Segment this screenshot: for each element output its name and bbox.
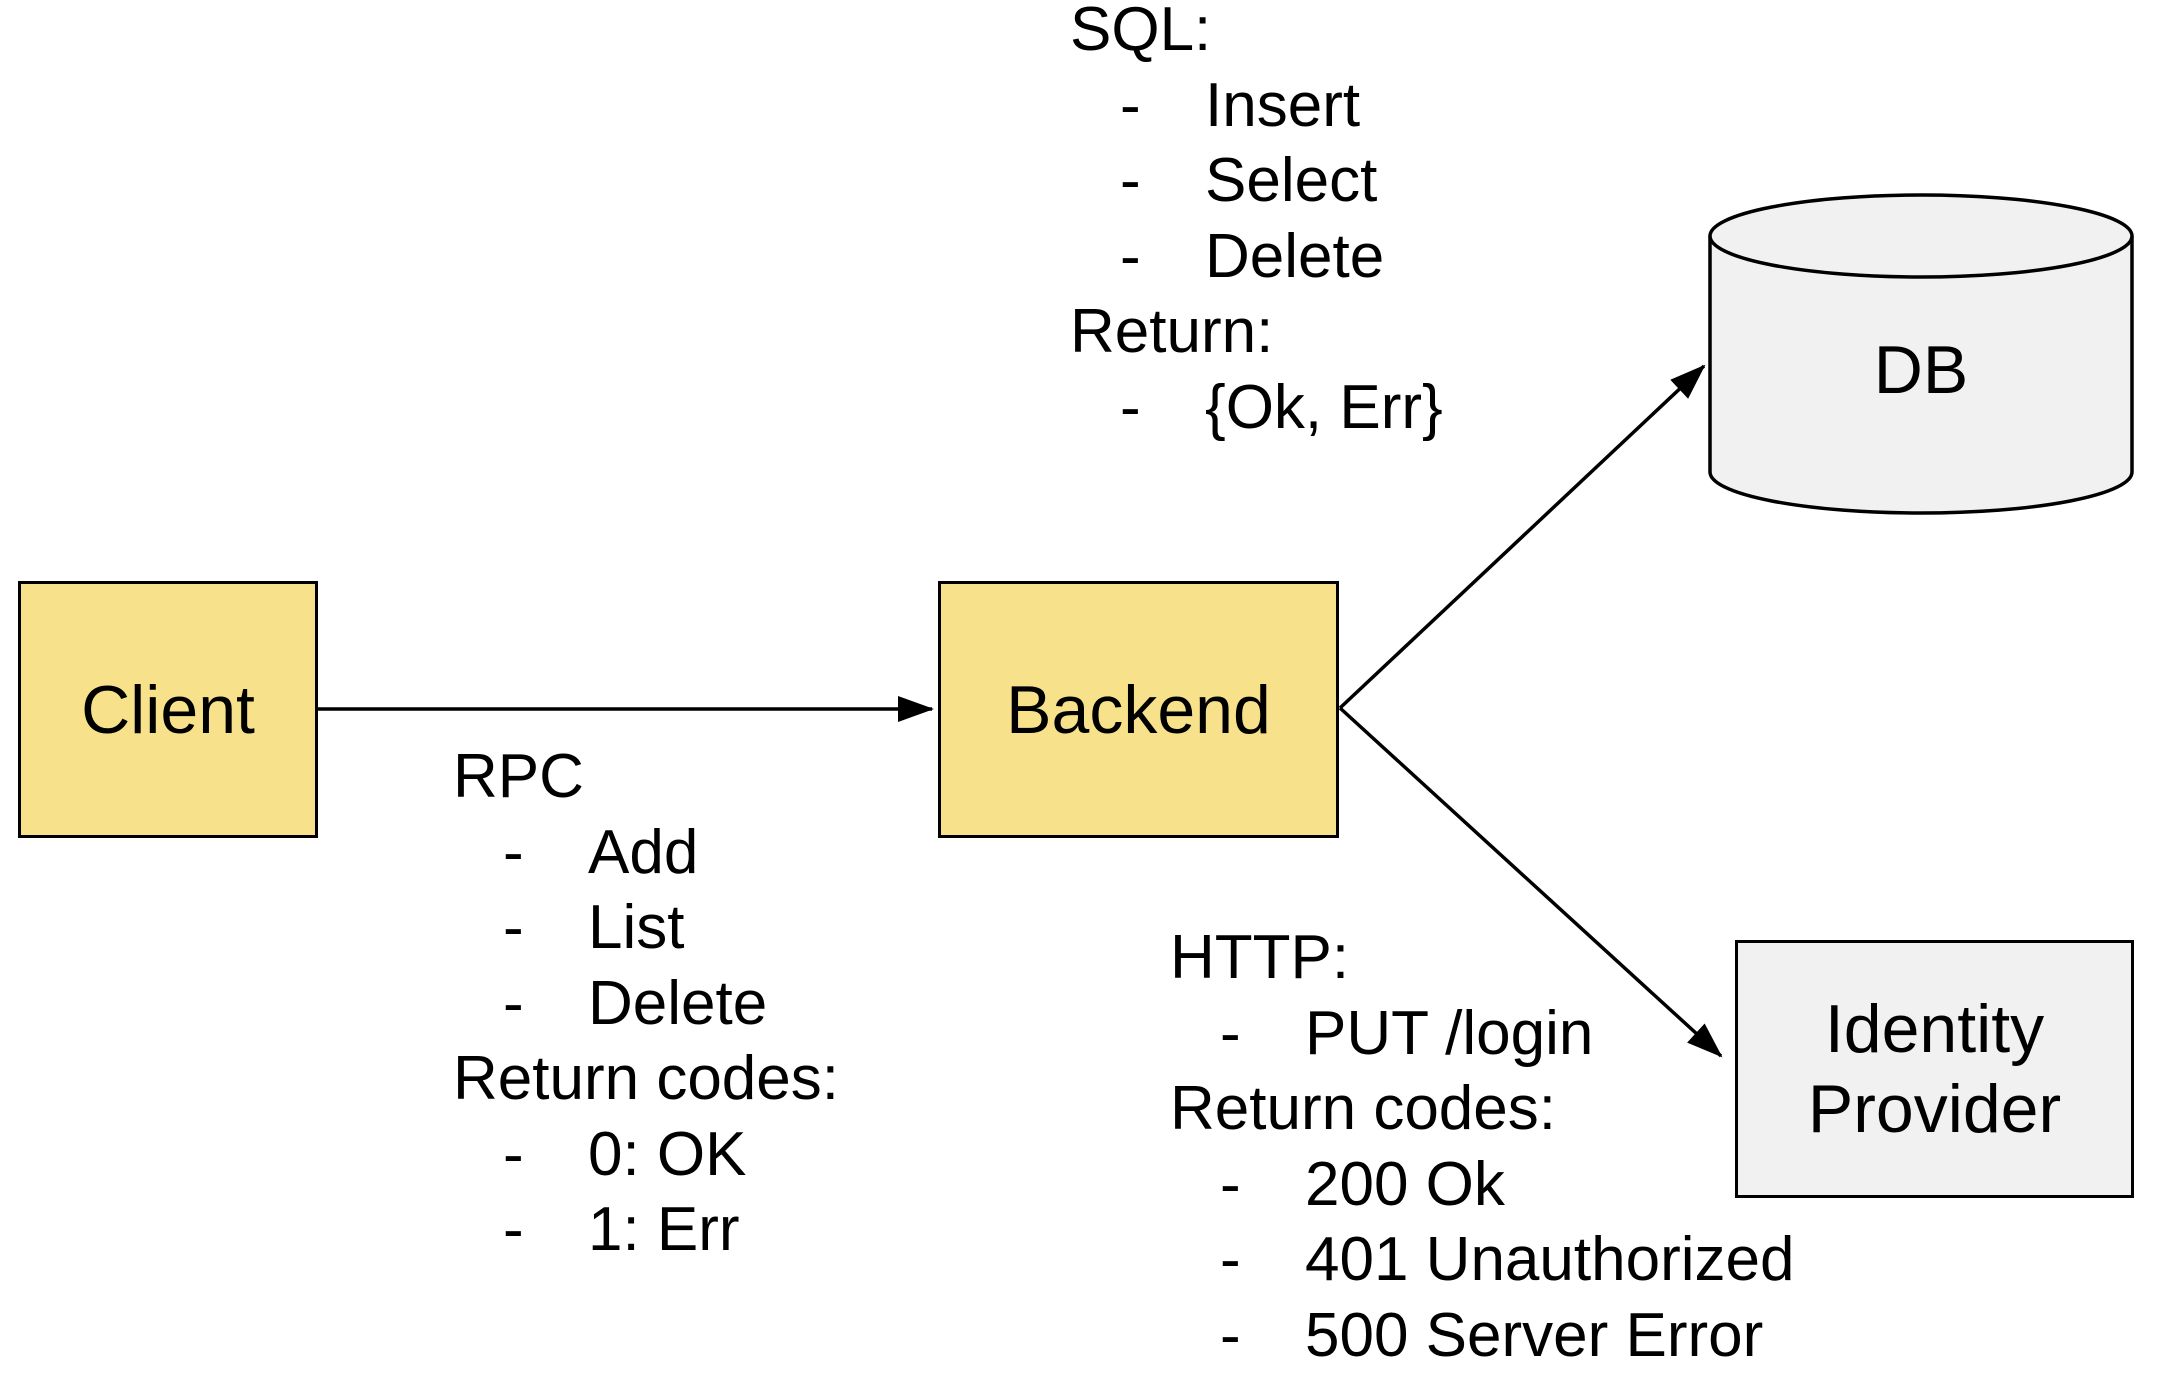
node-backend: Backend [938,581,1339,838]
bullet-dash: - [1220,1225,1241,1294]
annotation-item: Delete [1205,221,1385,291]
node-client-label: Client [81,671,255,748]
annotation-item: 0: OK [588,1119,747,1189]
bullet-dash: - [503,1195,524,1264]
annotation-item: 500 Server Error [1305,1300,1764,1370]
annotation-line: -500 Server Error [1170,1298,1794,1374]
annotation-line: -PUT /login [1170,996,1794,1072]
annotation-line: -1: Err [453,1192,839,1268]
annotation-line: -0: OK [453,1117,839,1193]
annotation-line: -Select [1070,143,1443,219]
annotation-heading: HTTP: [1170,923,1350,992]
annotation-subheading: Return codes: [1170,1074,1556,1143]
bullet-dash: - [503,968,524,1038]
annotation-line: -Delete [453,966,839,1042]
bullet-dash: - [1220,1300,1241,1370]
bullet-dash: - [1220,998,1241,1068]
annotation-line: -401 Unauthorized [1170,1222,1794,1298]
node-backend-label: Backend [1006,671,1271,748]
annotation-rpc: RPC -Add -List -Delete Return codes: -0:… [453,739,839,1268]
annotation-item: {Ok, Err} [1205,372,1443,442]
node-identity-provider-label-line2: Provider [1807,1071,2062,1147]
annotation-line: -List [453,890,839,966]
annotation-http: HTTP: -PUT /login Return codes: -200 Ok … [1170,920,1794,1373]
annotation-subheading: Return codes: [453,1044,839,1113]
bullet-dash: - [1120,221,1141,291]
annotation-line: -Delete [1070,219,1443,295]
annotation-item: 401 Unauthorized [1305,1225,1795,1294]
annotation-item: 1: Err [588,1195,740,1264]
annotation-line: -Insert [1070,68,1443,144]
annotation-item: Add [588,817,699,887]
bullet-dash: - [1120,70,1141,140]
annotation-sql: SQL: -Insert -Select -Delete Return: -{O… [1070,0,1443,445]
annotation-item: Select [1205,146,1378,215]
bullet-dash: - [1120,372,1141,442]
db-cylinder-body [1708,236,2134,515]
annotation-line: -{Ok, Err} [1070,370,1443,446]
bullet-dash: - [503,1119,524,1189]
annotation-line: -Add [453,815,839,891]
annotation-item: PUT /login [1305,998,1594,1068]
annotation-item: 200 Ok [1305,1149,1505,1219]
node-db-label: DB [1873,332,1969,408]
db-cylinder-top [1708,193,2134,279]
node-identity-provider-label-line1: Identity [1824,991,2045,1067]
bullet-dash: - [503,817,524,887]
bullet-dash: - [1120,146,1141,215]
edge-backend-idp [1338,706,1723,1058]
node-db [1708,193,2134,515]
annotation-item: Insert [1205,70,1361,140]
annotation-item: Delete [588,968,768,1038]
bullet-dash: - [503,893,524,962]
bullet-dash: - [1220,1149,1241,1219]
annotation-item: List [588,893,685,962]
annotation-subheading: Return: [1070,297,1274,366]
node-identity-provider: Identity Provider [1735,940,2134,1198]
edge-backend-db [1338,364,1706,710]
annotation-heading: SQL: [1070,0,1212,64]
annotation-line: -200 Ok [1170,1147,1794,1223]
node-client: Client [18,581,318,838]
annotation-heading: RPC [453,742,584,811]
